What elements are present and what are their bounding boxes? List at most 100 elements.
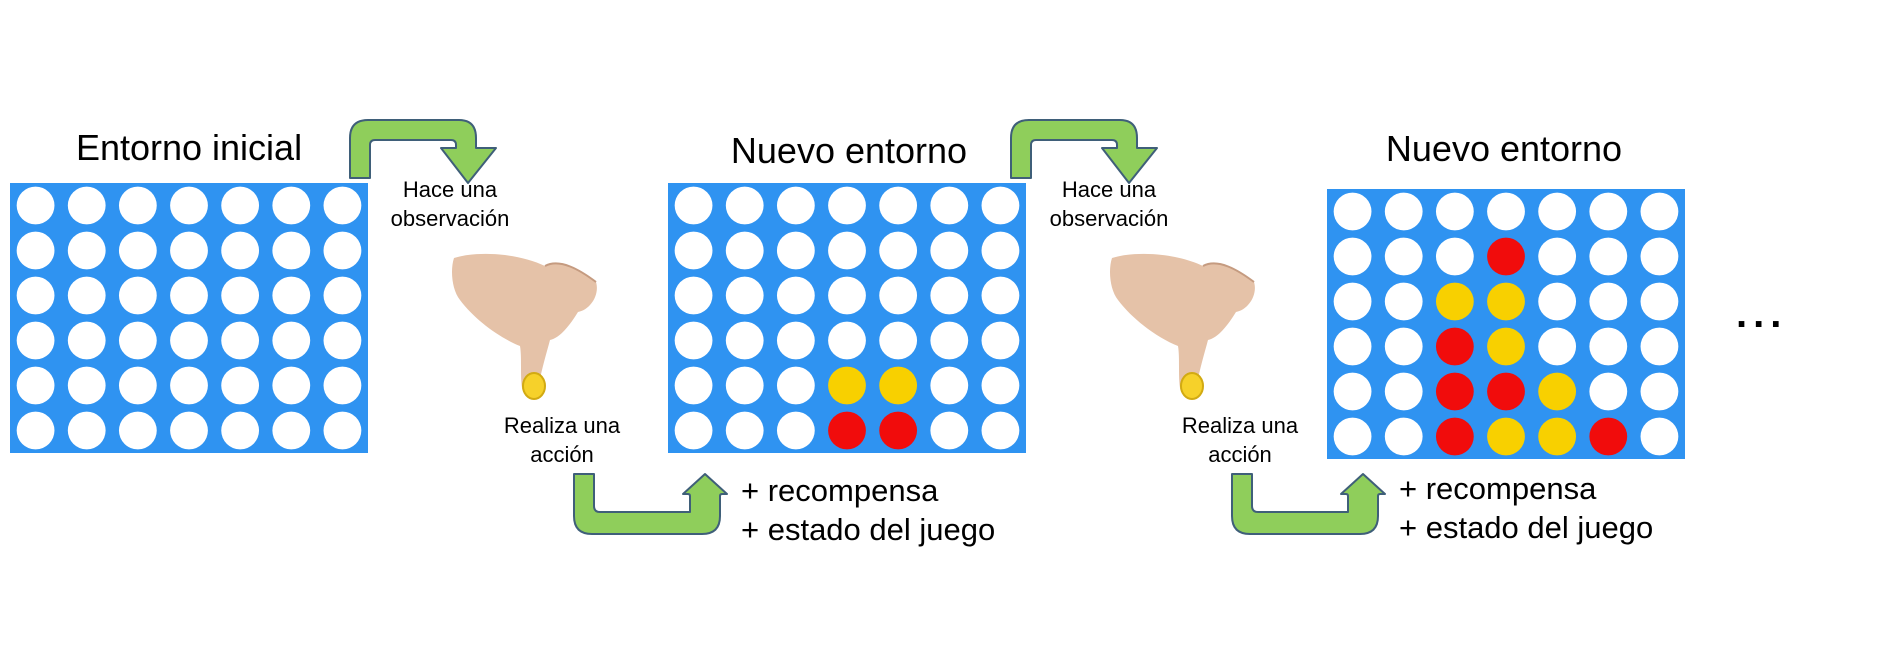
empty-slot xyxy=(828,231,866,270)
yellow-piece xyxy=(1487,417,1525,456)
act-label-line1: Realiza una xyxy=(503,413,621,438)
empty-slot xyxy=(879,231,918,270)
empty-slot xyxy=(1333,237,1372,276)
empty-slot xyxy=(221,231,260,270)
observe-label-line2: observación xyxy=(390,206,510,231)
empty-slot xyxy=(1333,372,1372,411)
empty-slot xyxy=(1589,237,1628,276)
empty-slot xyxy=(1384,237,1423,276)
empty-slot xyxy=(981,276,1020,315)
empty-slot xyxy=(930,321,969,360)
stage-title-new-1: Nuevo entorno xyxy=(730,130,968,171)
empty-slot xyxy=(323,231,362,270)
empty-slot xyxy=(776,231,815,270)
empty-slot xyxy=(221,366,260,405)
act-label-line1: Realiza una xyxy=(1181,413,1299,438)
empty-slot xyxy=(1589,192,1628,231)
yellow-piece xyxy=(828,366,866,405)
yellow-piece xyxy=(879,366,918,405)
empty-slot xyxy=(323,276,362,315)
empty-slot xyxy=(170,411,208,450)
empty-slot xyxy=(1384,192,1423,231)
empty-slot xyxy=(1333,282,1372,321)
empty-slot xyxy=(1538,237,1577,276)
empty-slot xyxy=(16,186,55,225)
red-piece xyxy=(1487,372,1525,411)
empty-slot xyxy=(725,186,764,225)
red-piece xyxy=(1435,372,1474,411)
empty-slot xyxy=(674,366,713,405)
empty-slot xyxy=(221,276,260,315)
act-label-2: Realiza una acción xyxy=(1182,411,1298,469)
yellow-piece xyxy=(1487,282,1525,321)
empty-slot xyxy=(323,411,362,450)
reward-line: + recompensa xyxy=(1399,471,1597,506)
empty-slot xyxy=(1384,282,1423,321)
empty-slot xyxy=(16,366,55,405)
act-label-line2: acción xyxy=(530,442,594,467)
red-piece xyxy=(1435,417,1474,456)
red-piece xyxy=(879,411,918,450)
empty-slot xyxy=(170,366,208,405)
empty-slot xyxy=(272,366,311,405)
empty-slot xyxy=(67,321,106,360)
empty-slot xyxy=(118,411,157,450)
empty-slot xyxy=(981,411,1020,450)
empty-slot xyxy=(1333,327,1372,366)
empty-slot xyxy=(221,321,260,360)
empty-slot xyxy=(981,321,1020,360)
empty-slot xyxy=(67,186,106,225)
act-label-1: Realiza una acción xyxy=(504,411,620,469)
empty-slot xyxy=(323,321,362,360)
empty-slot xyxy=(776,276,815,315)
empty-slot xyxy=(67,366,106,405)
observe-arrow-2 xyxy=(1010,119,1158,184)
red-piece xyxy=(1487,237,1525,276)
observe-label-2: Hace una observación xyxy=(1050,175,1169,233)
empty-slot xyxy=(272,321,311,360)
act-label-line2: acción xyxy=(1208,442,1272,467)
empty-slot xyxy=(981,231,1020,270)
empty-slot xyxy=(674,231,713,270)
empty-slot xyxy=(118,366,157,405)
empty-slot xyxy=(828,321,866,360)
empty-slot xyxy=(16,276,55,315)
empty-slot xyxy=(170,276,208,315)
empty-slot xyxy=(879,276,918,315)
reward-line: + recompensa xyxy=(741,473,939,508)
yellow-piece xyxy=(1538,372,1577,411)
empty-slot xyxy=(725,276,764,315)
act-arrow-2 xyxy=(1231,473,1386,535)
empty-slot xyxy=(1435,237,1474,276)
continuation-ellipsis: ... xyxy=(1736,292,1788,336)
empty-slot xyxy=(272,231,311,270)
empty-slot xyxy=(67,231,106,270)
empty-slot xyxy=(170,321,208,360)
empty-slot xyxy=(1487,192,1525,231)
empty-slot xyxy=(1538,327,1577,366)
empty-slot xyxy=(725,366,764,405)
yellow-piece xyxy=(1487,327,1525,366)
stage-title-new-2: Nuevo entorno xyxy=(1385,128,1623,169)
yellow-piece xyxy=(1435,282,1474,321)
empty-slot xyxy=(930,411,969,450)
empty-slot xyxy=(725,231,764,270)
red-piece xyxy=(1435,327,1474,366)
empty-slot xyxy=(1384,372,1423,411)
empty-slot xyxy=(828,186,866,225)
empty-slot xyxy=(674,321,713,360)
empty-slot xyxy=(674,186,713,225)
board-new-1 xyxy=(668,183,1026,453)
empty-slot xyxy=(1589,327,1628,366)
empty-slot xyxy=(1538,282,1577,321)
empty-slot xyxy=(67,411,106,450)
hand-drop-piece-icon-2 xyxy=(1110,253,1255,400)
empty-slot xyxy=(1640,237,1679,276)
empty-slot xyxy=(16,321,55,360)
game-state-line: + estado del juego xyxy=(1399,510,1654,545)
empty-slot xyxy=(981,186,1020,225)
empty-slot xyxy=(725,321,764,360)
empty-slot xyxy=(1640,327,1679,366)
empty-slot xyxy=(725,411,764,450)
empty-slot xyxy=(879,186,918,225)
